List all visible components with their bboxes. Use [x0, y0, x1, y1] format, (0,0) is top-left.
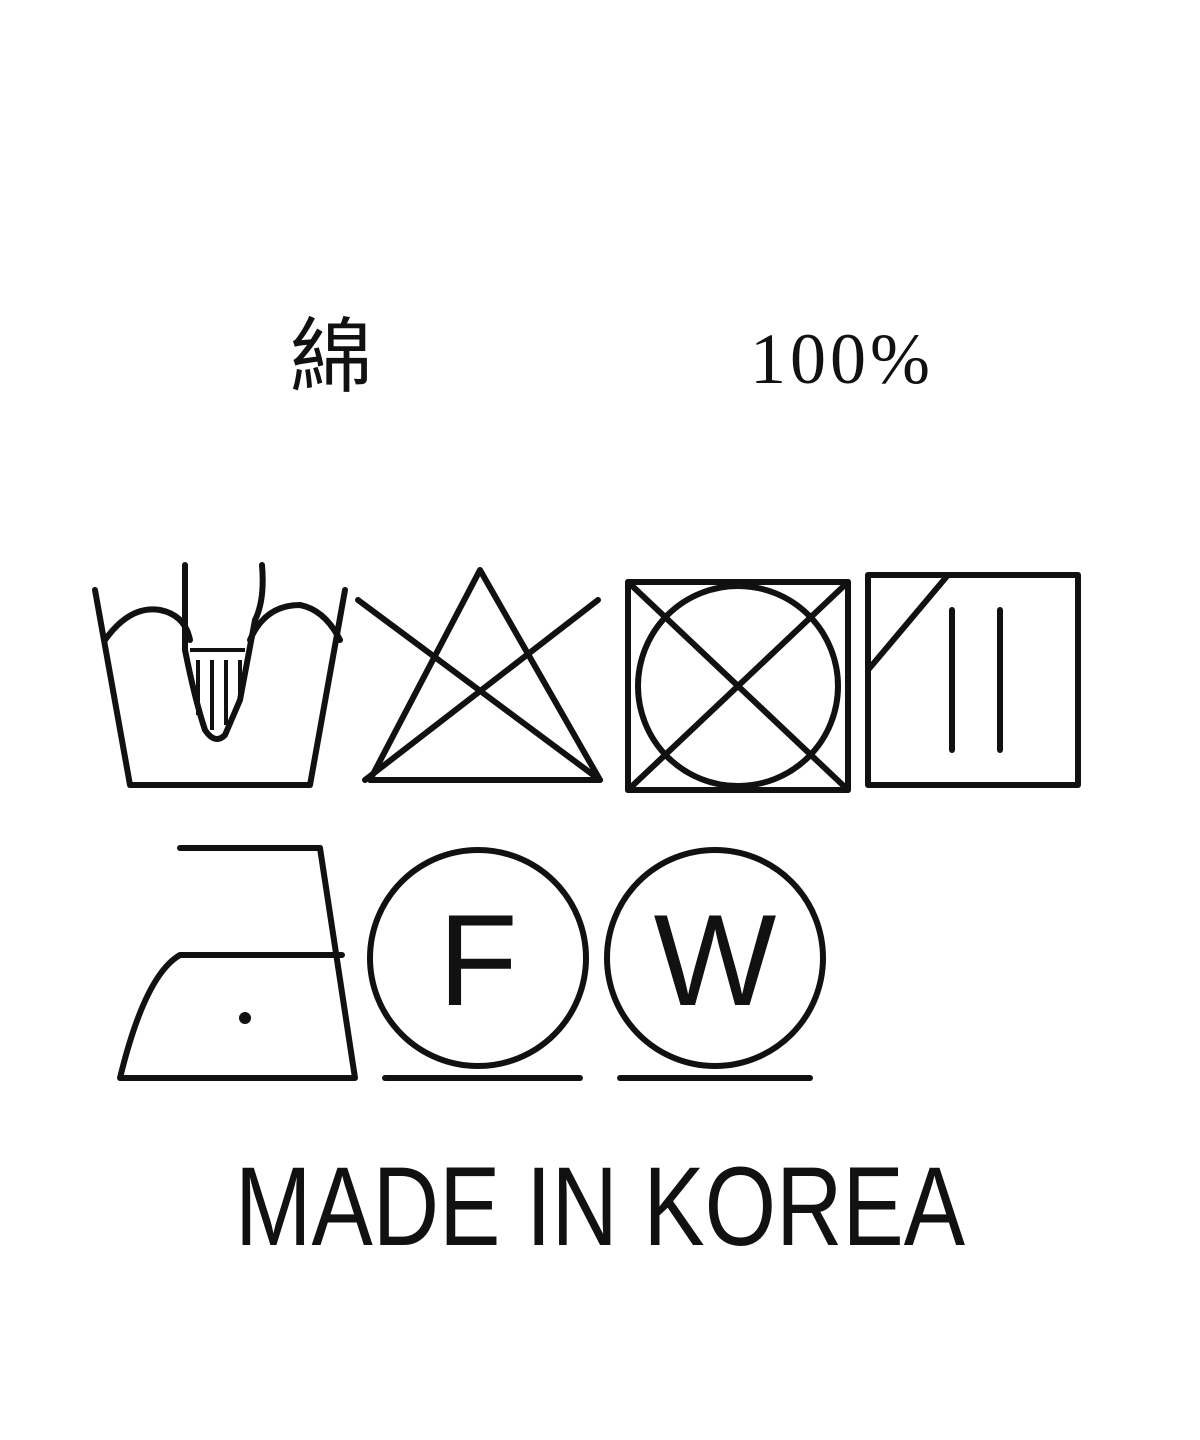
- dry-clean-letter: F: [438, 887, 517, 1033]
- professional-dry-clean-gentle-icon: F: [367, 847, 589, 1081]
- hand-wash-icon: [92, 562, 348, 788]
- iron-low-heat-icon: [117, 845, 358, 1081]
- do-not-tumble-dry-icon: [625, 579, 851, 793]
- wet-clean-letter: W: [654, 887, 777, 1033]
- professional-wet-clean-gentle-icon: W: [604, 847, 826, 1081]
- origin-text: MADE IN KOREA: [235, 1144, 965, 1269]
- percentage-text: 100%: [750, 319, 934, 399]
- material-text: 綿: [290, 310, 372, 405]
- drip-dry-in-shade-icon: [865, 572, 1081, 788]
- do-not-bleach-icon: [355, 567, 603, 783]
